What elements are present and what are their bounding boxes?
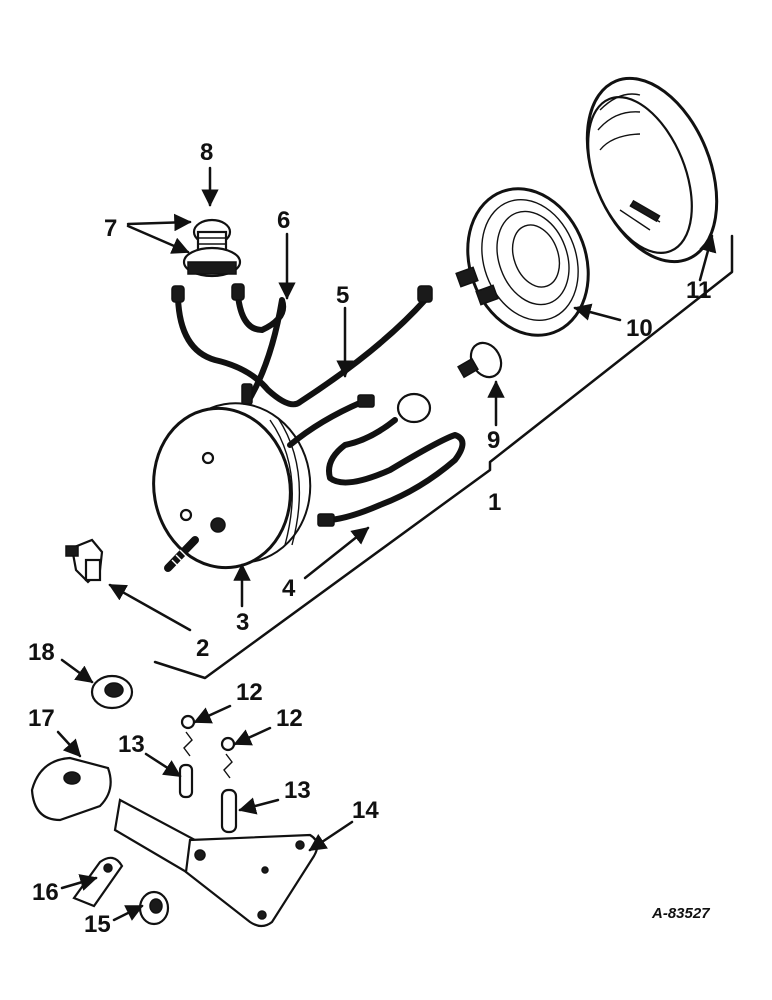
callout-3: 3 (236, 609, 249, 636)
callout-1: 1 (488, 489, 501, 516)
reference-code: A-83527 (651, 905, 710, 922)
wiring-harness (171, 283, 466, 527)
lamp-housing (152, 402, 312, 572)
nut (90, 674, 134, 710)
bulb (457, 341, 503, 379)
callout-4: 4 (282, 575, 296, 602)
callout-6: 6 (277, 207, 290, 234)
sealed-beam-unit (455, 187, 590, 337)
callout-17: 17 (28, 705, 55, 732)
trim-ring (585, 76, 719, 264)
callout-10: 10 (626, 315, 653, 342)
callout-15: 15 (84, 911, 111, 938)
callout-12a: 12 (236, 679, 263, 706)
grommet (138, 890, 170, 926)
assembly-bracket-line (153, 234, 734, 680)
clamp (30, 756, 112, 822)
leader-arrows (56, 166, 717, 922)
mounting-clip (65, 538, 104, 584)
callout-9: 9 (487, 427, 500, 454)
callout-7: 7 (104, 215, 117, 242)
callout-11: 11 (686, 277, 711, 304)
callout-14: 14 (352, 797, 379, 824)
callout-18: 18 (28, 639, 55, 666)
callout-2: 2 (196, 635, 209, 662)
callout-16: 16 (32, 879, 59, 906)
callout-13a: 13 (118, 731, 145, 758)
callout-5: 5 (336, 282, 349, 309)
light-switch (182, 218, 242, 278)
callout-12b: 12 (276, 705, 303, 732)
mounting-bracket (113, 798, 319, 928)
pins-and-clips (178, 714, 238, 834)
small-clip (72, 856, 124, 908)
callout-8: 8 (200, 139, 213, 166)
callout-13b: 13 (284, 777, 311, 804)
